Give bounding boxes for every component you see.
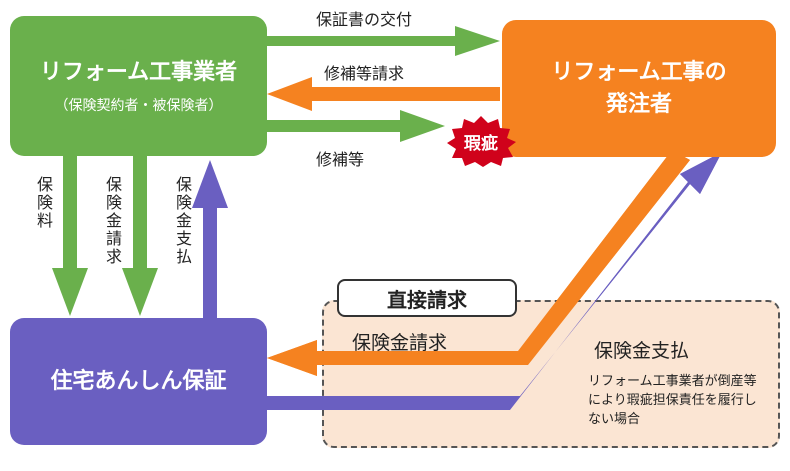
repair-request-arrow bbox=[267, 77, 500, 111]
premium-label: 保険料 bbox=[34, 176, 53, 230]
certificate-arrow bbox=[267, 26, 500, 56]
certificate-label: 保証書の交付 bbox=[316, 10, 413, 29]
claim-label: 保険金請求 bbox=[103, 176, 122, 266]
defect-burst-shape bbox=[447, 116, 516, 167]
contractor-title: リフォーム工事業者 bbox=[39, 60, 238, 85]
contractor-box: リフォーム工事業者 （保険契約者・被保険者） bbox=[10, 16, 267, 156]
repair-request-label: 修補等請求 bbox=[324, 64, 405, 83]
defect-badge: 瑕疵 bbox=[443, 114, 519, 168]
premium-arrow bbox=[52, 156, 88, 316]
repair-label: 修補等 bbox=[316, 150, 365, 169]
direct-claim-arrow-overlay bbox=[267, 150, 690, 376]
direct-claim-tab: 直接請求 bbox=[337, 279, 517, 317]
repair-arrow bbox=[267, 110, 445, 142]
client-box: リフォーム工事の 発注者 bbox=[502, 20, 776, 157]
claim-arrow bbox=[122, 156, 158, 316]
insurer-box: 住宅あんしん保証 bbox=[10, 318, 267, 445]
direct-claim-note: リフォーム工事業者が倒産等により瑕疵担保責任を履行しない場合 bbox=[588, 374, 757, 427]
direct-claim-label: 保険金請求 bbox=[352, 332, 448, 354]
defect-label: 瑕疵 bbox=[464, 133, 498, 154]
insurer-title: 住宅あんしん保証 bbox=[50, 368, 227, 394]
payment-label: 保険金支払 bbox=[173, 176, 192, 266]
direct-payment-label: 保険金支払 bbox=[594, 340, 690, 362]
client-title-line2: 発注者 bbox=[605, 91, 672, 117]
client-title-line1: リフォーム工事の bbox=[551, 59, 727, 85]
payment-arrow bbox=[192, 160, 228, 318]
contractor-subtitle: （保険契約者・被保険者） bbox=[54, 98, 223, 114]
